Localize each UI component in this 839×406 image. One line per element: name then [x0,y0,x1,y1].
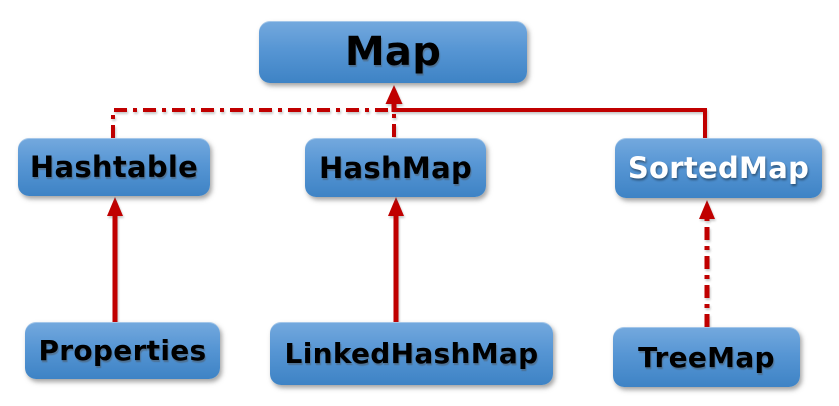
node-hashmap: HashMap [305,138,486,197]
node-treemap: TreeMap [613,327,800,387]
arrowhead-into-hashmap-icon [388,197,404,216]
node-linkedhashmap: LinkedHashMap [270,322,553,385]
node-sortedmap: SortedMap [615,138,822,198]
node-hashtable: Hashtable [18,138,210,196]
arrowhead-into-sortedmap-icon [699,200,715,219]
node-properties: Properties [25,322,220,379]
arrowhead-into-hashtable-icon [107,197,123,216]
node-map: Map [259,21,527,83]
edge-sortedmap-to-map [394,108,707,138]
edge-hashtable-to-map [111,108,390,138]
arrowhead-into-map-icon [385,85,403,104]
